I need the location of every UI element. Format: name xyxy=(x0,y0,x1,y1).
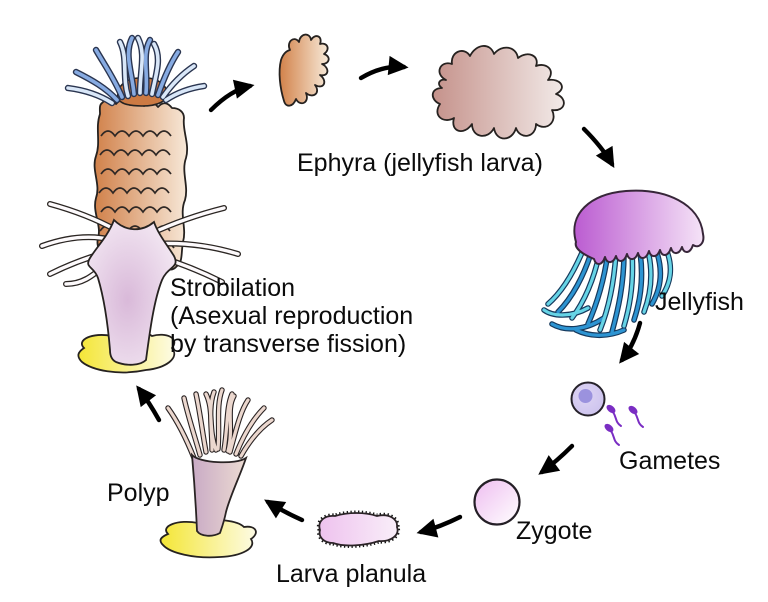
egg-nucleus xyxy=(578,389,593,403)
jellyfish-tentacles xyxy=(541,245,674,339)
polyp-tentacles xyxy=(165,387,275,461)
larva-planula-label: Larva planula xyxy=(276,560,427,588)
strobila-base-tentacles xyxy=(39,201,241,287)
arrow-planula-to-polyp xyxy=(264,499,305,523)
strobilation-label-line2: (Asexual reproduction xyxy=(170,302,414,330)
planula-figure xyxy=(316,510,401,548)
strobilation-label: Strobilation (Asexual reproduction by tr… xyxy=(170,274,413,358)
arrow-polyp-to-strobilation xyxy=(136,385,162,423)
cycle-arrows xyxy=(136,55,643,538)
polyp-figure xyxy=(159,387,275,559)
arrow-jellyfish-to-gametes xyxy=(619,320,643,364)
crown-tentacles-light-blue xyxy=(66,36,206,105)
strobilation-label-line1: Strobilation xyxy=(170,274,296,302)
sperm-figure xyxy=(604,404,644,446)
jellyfish-tentacles-cyan xyxy=(542,246,672,332)
arrow-ephyra-small-to-large xyxy=(358,55,409,81)
planula-body xyxy=(318,512,399,547)
polyp-tentacles-core xyxy=(166,388,274,460)
jellyfish-label: Jellyfish xyxy=(655,288,744,316)
strobilation-label-line3: by transverse fission) xyxy=(170,330,407,358)
jellyfish-bell xyxy=(573,189,705,265)
base-tentacles-core xyxy=(40,202,240,286)
ephyra-label: Ephyra (jellyfish larva) xyxy=(297,149,543,177)
arrow-ephyra-to-jellyfish xyxy=(581,126,615,168)
polyp-body xyxy=(190,452,248,537)
arrow-zygote-to-planula xyxy=(416,514,463,538)
jellyfish-figure xyxy=(541,189,705,339)
gametes-label: Gametes xyxy=(619,447,721,475)
strobila-figure xyxy=(39,34,241,374)
jellyfish-tentacles-blue xyxy=(550,248,662,337)
strobila-crown-tentacles xyxy=(64,34,208,107)
arrow-strobila-to-ephyra xyxy=(208,79,255,113)
ephyra-figure xyxy=(431,45,565,140)
strobila-base-body xyxy=(87,218,177,366)
polyp-label: Polyp xyxy=(107,479,170,507)
zygote-label: Zygote xyxy=(516,517,593,545)
zygote-figure xyxy=(473,478,521,526)
crown-tentacles-dark-blue xyxy=(74,36,180,102)
gametes-figure xyxy=(570,381,644,446)
strobila-segment-ruffles xyxy=(98,130,175,250)
detached-ephyra-figure xyxy=(278,33,330,107)
arrow-gametes-to-zygote xyxy=(538,443,575,475)
